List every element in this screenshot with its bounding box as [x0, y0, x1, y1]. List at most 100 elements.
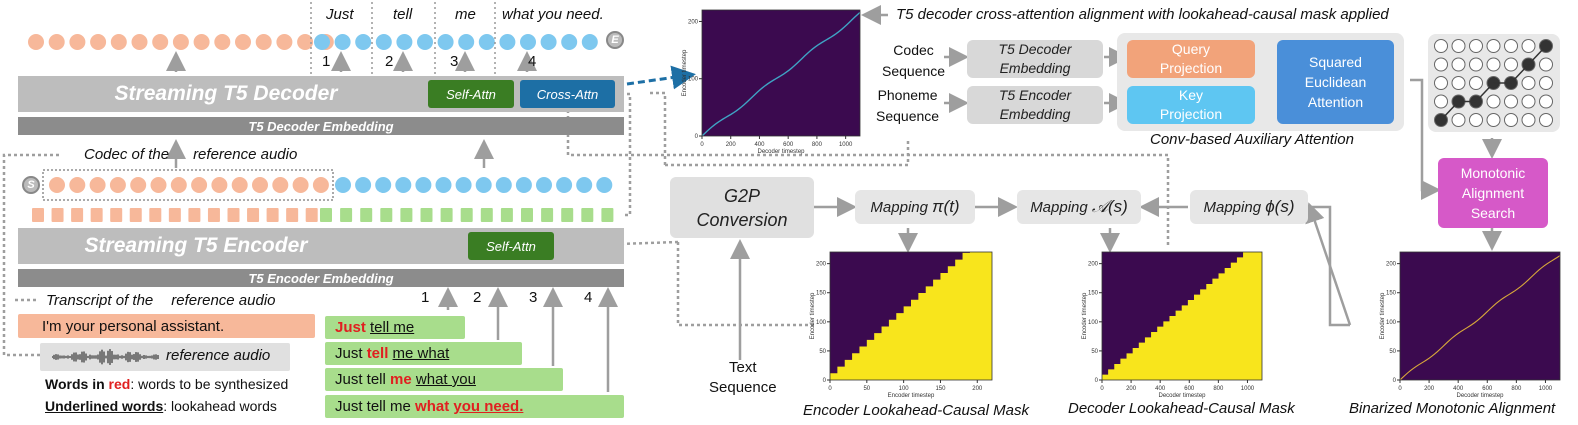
grid-dot [1521, 76, 1536, 90]
x-tick-label: 200 [1126, 386, 1137, 392]
y-axis-label: Encoder timestep [682, 49, 688, 96]
x-tick-label: 400 [1155, 386, 1166, 392]
row1-ul: tell me [370, 319, 415, 336]
y-tick-label: 0 [1095, 378, 1099, 384]
decoder-output-tokens [28, 34, 598, 50]
grid-dot [1469, 113, 1483, 127]
row3-pre: Just tell [335, 371, 391, 388]
salmon-token [89, 177, 106, 193]
text-token [521, 208, 533, 222]
encoder-codec-tokens [49, 177, 613, 193]
blue-token [455, 177, 472, 193]
grid-dot [1434, 57, 1448, 72]
y-tick-label: 100 [1088, 320, 1099, 326]
salmon-token [48, 34, 65, 50]
y-tick-label: 150 [816, 291, 827, 297]
step-4-top: 4 [528, 53, 537, 70]
sq-b: Euclidean [1304, 74, 1367, 90]
plot-frame [829, 251, 993, 381]
grid-dot [1451, 57, 1466, 72]
plot-frame [701, 9, 861, 137]
blue-token [495, 177, 512, 193]
heatmap-bg [702, 10, 860, 136]
map-a-label: Mapping [1030, 198, 1088, 216]
transcript-token [168, 208, 181, 222]
row2-red: tell [366, 345, 389, 362]
phoneme-seq-a: Phoneme [877, 87, 938, 103]
alignment-bg [1400, 252, 1560, 380]
salmon-token [49, 177, 65, 193]
blue-token [478, 34, 495, 50]
legend-ul-b: : lookahead words [163, 398, 277, 414]
transcript-token [207, 208, 220, 222]
grid-dot [1539, 94, 1553, 109]
mas-grid-panel [1428, 34, 1560, 132]
encoder-title: Streaming T5 Encoder [84, 234, 308, 257]
x-tick-label: 1000 [839, 142, 853, 148]
transcript-box: I'm your personal assistant. [18, 314, 315, 338]
decoder-cross-attn: Cross-Attn [520, 80, 615, 108]
reference-audio-label: reference audio [166, 347, 271, 364]
cross-attn-caption: T5 decoder cross-attention alignment wit… [896, 6, 1389, 23]
text-token [360, 208, 373, 222]
phoneme-seq-b: Sequence [876, 108, 940, 124]
input-row-1: Just tell me [325, 316, 465, 339]
transcript-token [71, 208, 84, 222]
mask-region [1102, 252, 1262, 380]
transcript-token [149, 208, 162, 222]
grid-dot [1469, 39, 1483, 53]
text-token [320, 208, 332, 222]
word-what-you-need: what you need. [502, 6, 604, 23]
map-phi-label: Mapping [1203, 198, 1262, 216]
step-4-bottom: 4 [584, 289, 593, 306]
row4-pre: Just tell me [335, 398, 416, 415]
row2-pre: Just [335, 345, 367, 362]
y-tick-label: 100 [1386, 320, 1397, 326]
grid-dot [1434, 94, 1448, 109]
alignment-line [701, 11, 861, 137]
encoder-self-attn: Self-Attn [468, 232, 554, 260]
grid-dot [1486, 94, 1501, 109]
salmon-token [272, 177, 289, 193]
row3-red: me [390, 371, 412, 388]
transcript-token [188, 208, 201, 222]
y-tick-label: 150 [1386, 291, 1397, 297]
legend-red-a: Words in [45, 376, 109, 392]
mas-grid-icon [1434, 39, 1553, 127]
transcript-label-b: reference audio [171, 292, 276, 309]
blue-token [335, 177, 351, 193]
plot-frame [1101, 251, 1263, 381]
salmon-token [28, 34, 44, 50]
x-tick-label: 1000 [1241, 386, 1255, 392]
codec-label-b: reference audio [193, 146, 298, 163]
row4-redul: you need. [453, 398, 524, 415]
y-tick-label: 0 [1393, 378, 1397, 384]
blue-token [475, 177, 492, 193]
transcript-label-a: Transcript of the [46, 292, 154, 309]
x-tick-label: 800 [812, 142, 823, 148]
transcript-token [266, 208, 279, 222]
x-tick-label: 600 [1482, 386, 1493, 392]
row1-red: Just [335, 319, 366, 336]
map-phi-symbol: ϕ(s) [1265, 197, 1295, 216]
grid-dot [1434, 76, 1448, 90]
transcript-token [90, 208, 103, 222]
step-1-top: 1 [322, 53, 331, 70]
decoder-self-attn: Self-Attn [428, 80, 514, 108]
x-tick-label: 0 [700, 142, 704, 148]
blue-token [458, 34, 475, 50]
text-token [340, 208, 353, 222]
x-tick-label: 600 [1184, 386, 1195, 392]
transcript-token [32, 208, 44, 222]
y-tick-label: 200 [1088, 262, 1099, 268]
salmon-token [150, 177, 167, 193]
transcript-of-reference-label: Transcript of the reference audio [46, 292, 276, 309]
grid-dot [1469, 57, 1483, 72]
g2p-b: Conversion [696, 209, 788, 230]
